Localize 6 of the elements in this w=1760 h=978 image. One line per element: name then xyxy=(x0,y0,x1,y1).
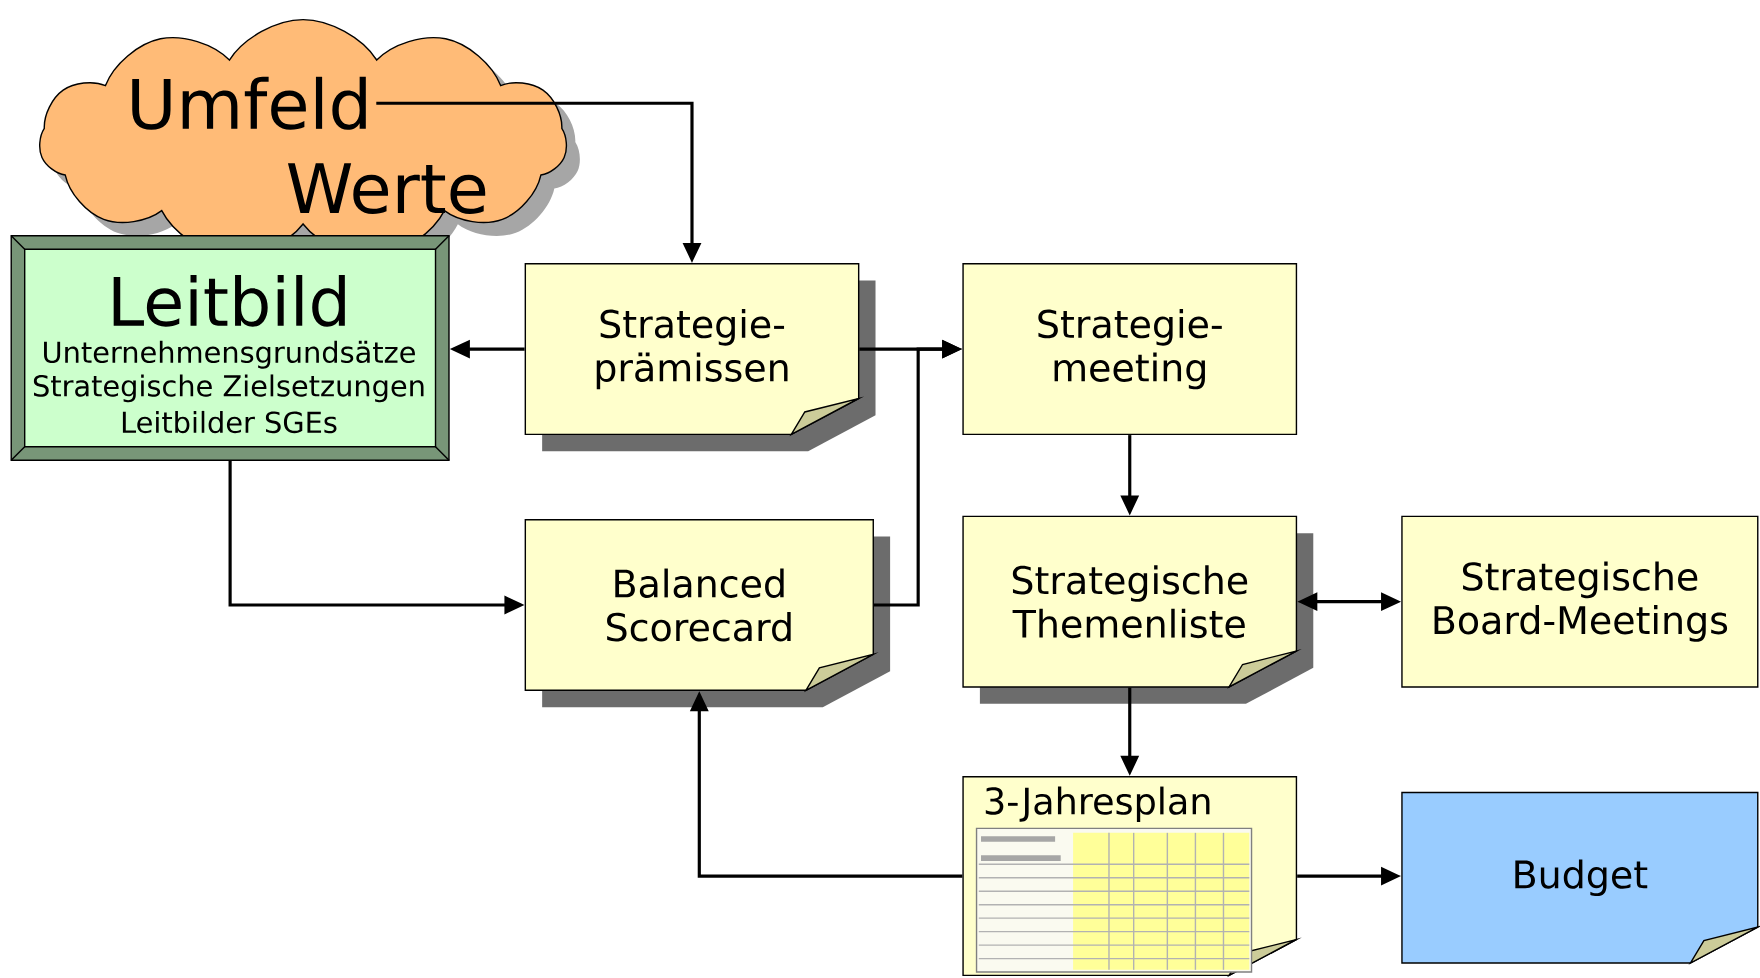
frame-box: Leitbild Unternehmensgrundsätze Strategische Zielsetzungen Leitbilder SGEs xyxy=(10,235,450,462)
process-box: Strategische Board-Meetings xyxy=(1401,515,1759,688)
process-box: Strategie- meeting xyxy=(962,263,1298,436)
note-box: Balanced Scorecard xyxy=(524,519,891,708)
note-box: Strategische Themenliste xyxy=(962,515,1314,704)
note-box: Strategie- prämissen xyxy=(524,263,876,452)
